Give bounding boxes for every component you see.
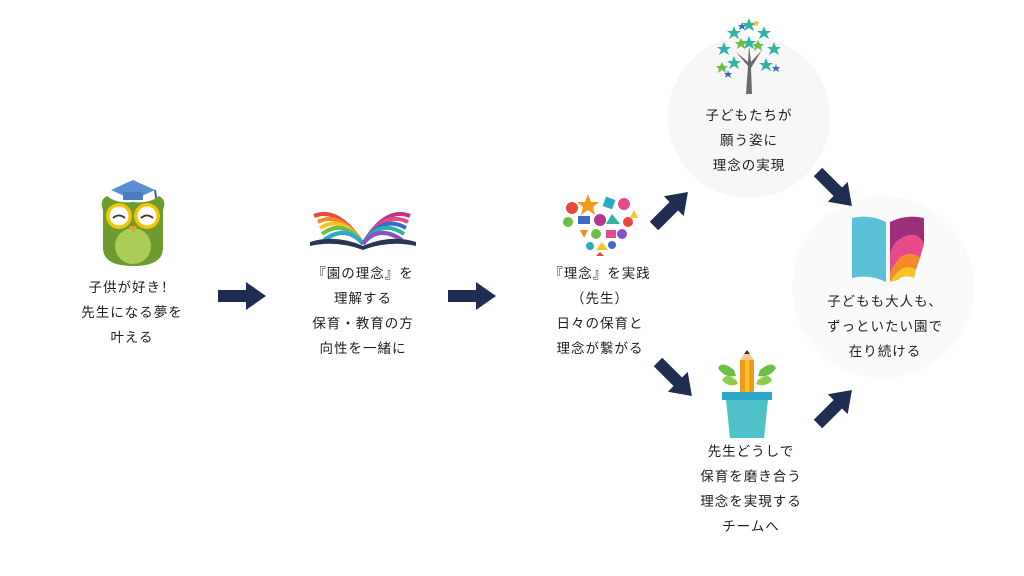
book-text-line: 保育・教育の方 <box>312 316 414 332</box>
open-book-icon <box>310 211 416 250</box>
heart-text-line: 日々の保育と <box>556 316 644 332</box>
book-text-line: 理解する <box>334 291 392 307</box>
star-tree-icon <box>716 18 781 94</box>
arrow-up-right-icon <box>808 380 862 434</box>
tree-text-line: 理念の実現 <box>712 158 786 174</box>
pot-text-line: 先生どうしで <box>707 444 795 460</box>
goal-text: 子どもも大人も、 ずっといたい園で 在り続ける <box>810 290 960 365</box>
arrow-right-icon <box>448 282 496 310</box>
owl-text-line: 叶える <box>110 330 154 346</box>
tree-text: 子どもたちが 願う姿に 理念の実現 <box>672 104 826 179</box>
pot-text: 先生どうしで 保育を磨き合う 理念を実現する チームへ <box>672 440 830 540</box>
colorful-book-icon <box>852 216 924 282</box>
owl-text-line: 子供が好き！ <box>88 280 176 296</box>
tree-text-line: 子どもたちが <box>705 108 793 124</box>
book-text-line: 『園の理念』を <box>312 266 414 282</box>
heart-collage-icon <box>563 194 638 256</box>
goal-text-line: 子どもも大人も、 <box>827 294 943 310</box>
heart-text-line: 『理念』を実践 <box>549 266 651 282</box>
heart-text-line: （先生） <box>571 291 629 307</box>
goal-text-line: ずっといたい園で <box>827 319 943 335</box>
arrow-right-icon <box>218 282 266 310</box>
heart-text: 『理念』を実践 （先生） 日々の保育と 理念が繋がる <box>525 262 675 362</box>
pot-text-line: 理念を実現する <box>700 494 802 510</box>
owl-icon <box>101 180 165 266</box>
book-text: 『園の理念』を 理解する 保育・教育の方 向性を一緒に <box>288 262 438 362</box>
arrow-down-right-icon <box>648 352 702 406</box>
pencil-plant-pot-icon <box>718 350 776 438</box>
heart-text-line: 理念が繋がる <box>556 341 644 357</box>
goal-text-line: 在り続ける <box>848 344 922 360</box>
pot-text-line: チームへ <box>722 519 780 535</box>
tree-text-line: 願う姿に <box>720 133 778 149</box>
arrow-up-right-icon <box>644 182 698 236</box>
owl-text: 子供が好き！ 先生になる夢を 叶える <box>52 276 212 351</box>
arrow-down-right-icon <box>808 162 862 216</box>
pot-text-line: 保育を磨き合う <box>700 469 802 485</box>
owl-text-line: 先生になる夢を <box>81 305 183 321</box>
book-text-line: 向性を一緒に <box>319 341 407 357</box>
